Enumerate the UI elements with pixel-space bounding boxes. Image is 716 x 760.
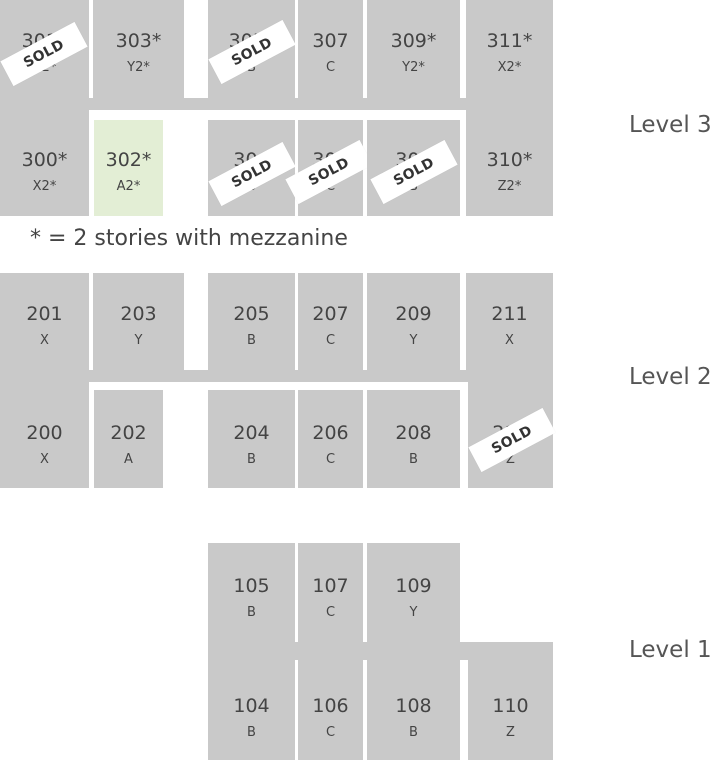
unit-number: 307: [312, 30, 349, 52]
unit-108[interactable]: 108 B: [367, 660, 460, 760]
unit-207[interactable]: 207 C: [298, 273, 363, 370]
unit-number: 105: [233, 575, 270, 597]
unit-number: 309*: [390, 30, 437, 52]
unit-number: 109: [395, 575, 432, 597]
unit-number: 205: [233, 303, 270, 325]
unit-106[interactable]: 106 C: [298, 660, 363, 760]
unit-number: 200: [26, 422, 63, 444]
unit-type: B: [409, 452, 418, 467]
unit-number: 107: [312, 575, 349, 597]
unit-204[interactable]: 204 B: [208, 390, 295, 488]
unit-type: A2*: [116, 179, 141, 194]
unit-number: 302*: [105, 149, 152, 171]
unit-203[interactable]: 203 Y: [93, 273, 184, 370]
unit-type: Y2*: [402, 60, 425, 75]
unit-type: Z2*: [497, 179, 522, 194]
unit-type: X: [505, 333, 514, 348]
unit-310[interactable]: 310* Z2*: [466, 110, 553, 216]
unit-number: 108: [395, 695, 432, 717]
unit-208[interactable]: 208 B: [367, 390, 460, 488]
unit-type: Y: [409, 605, 418, 620]
unit-307[interactable]: 307 C: [298, 0, 363, 98]
unit-303[interactable]: 303* Y2*: [93, 0, 184, 98]
mezzanine-note: * = 2 stories with mezzanine: [30, 226, 348, 251]
unit-type: X: [40, 333, 49, 348]
unit-type: C: [325, 60, 336, 75]
unit-number: 106: [312, 695, 349, 717]
unit-202[interactable]: 202 A: [94, 390, 163, 488]
unit-type: X2*: [32, 179, 57, 194]
unit-number: 300*: [21, 149, 68, 171]
unit-type: C: [325, 725, 336, 740]
unit-number: 310*: [486, 149, 533, 171]
unit-type: A: [124, 452, 133, 467]
unit-304[interactable]: 304 B SOLD: [208, 120, 295, 216]
unit-305[interactable]: 305* B SOLD: [208, 0, 295, 98]
unit-type: X: [40, 452, 49, 467]
unit-211[interactable]: 211 X: [466, 273, 553, 370]
unit-type: B: [247, 605, 256, 620]
unit-number: 201: [26, 303, 63, 325]
unit-109[interactable]: 109 Y: [367, 543, 460, 642]
unit-type: Y2*: [127, 60, 150, 75]
unit-206[interactable]: 206 C: [298, 390, 363, 488]
level-2-label: Level 2: [629, 364, 712, 390]
unit-110[interactable]: 110 Z: [468, 654, 553, 760]
unit-type: C: [325, 605, 336, 620]
unit-type: Z: [506, 452, 515, 467]
unit-number: 203: [120, 303, 157, 325]
unit-type: B: [247, 452, 256, 467]
corridor-level-2: [0, 370, 553, 382]
unit-type: B: [409, 725, 418, 740]
unit-107[interactable]: 107 C: [298, 543, 363, 642]
unit-number: 208: [395, 422, 432, 444]
unit-201[interactable]: 201 X: [0, 273, 89, 370]
unit-type: Z: [506, 725, 515, 740]
unit-209[interactable]: 209 Y: [367, 273, 460, 370]
unit-number: 209: [395, 303, 432, 325]
unit-number: 206: [312, 422, 349, 444]
unit-200[interactable]: 200 X: [0, 382, 89, 488]
unit-number: 207: [312, 303, 349, 325]
unit-301[interactable]: 301* X2* SOLD: [0, 0, 89, 98]
unit-300[interactable]: 300* X2*: [0, 110, 89, 216]
unit-number: 104: [233, 695, 270, 717]
unit-308[interactable]: 308 B SOLD: [367, 120, 460, 216]
unit-number: 204: [233, 422, 270, 444]
unit-number: 311*: [486, 30, 533, 52]
unit-type: C: [325, 452, 336, 467]
unit-type: B: [247, 725, 256, 740]
unit-number: 211: [491, 303, 528, 325]
unit-type: B: [247, 333, 256, 348]
corridor-level-1: [208, 642, 553, 660]
level-1-label: Level 1: [629, 637, 712, 663]
unit-306[interactable]: 306 C SOLD: [285, 120, 373, 216]
corridor-level-3: [0, 98, 553, 110]
unit-302[interactable]: 302* A2*: [94, 120, 163, 216]
unit-210[interactable]: 210 Z SOLD: [468, 382, 556, 488]
unit-104[interactable]: 104 B: [208, 660, 295, 760]
unit-type: X2*: [497, 60, 522, 75]
level-3-label: Level 3: [629, 112, 712, 138]
unit-type: C: [325, 333, 336, 348]
unit-311[interactable]: 311* X2*: [466, 0, 553, 98]
unit-number: 110: [492, 695, 529, 717]
unit-205[interactable]: 205 B: [208, 273, 295, 370]
unit-105[interactable]: 105 B: [208, 543, 295, 642]
unit-type: Y: [134, 333, 143, 348]
unit-type: Y: [409, 333, 418, 348]
unit-309[interactable]: 309* Y2*: [367, 0, 460, 98]
unit-number: 303*: [115, 30, 162, 52]
unit-number: 202: [110, 422, 147, 444]
